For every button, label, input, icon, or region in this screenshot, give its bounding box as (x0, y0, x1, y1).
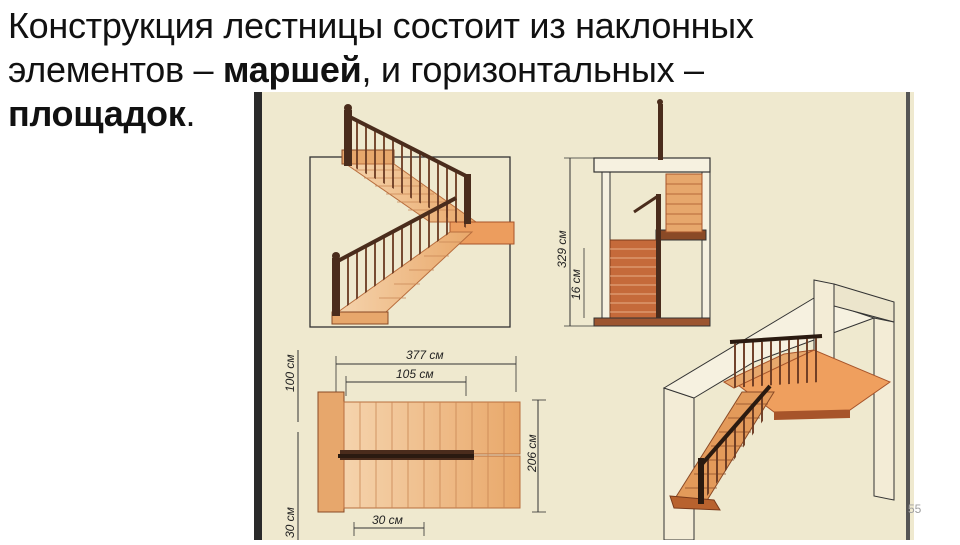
section-view (564, 99, 711, 327)
side-elevation-view (309, 104, 515, 328)
dim-riser: 16 см (569, 269, 583, 300)
dim-side-height: 100 см (283, 354, 297, 392)
dim-bottom-side: 30 см (283, 507, 297, 538)
title-line-2-end: , и горизонтальных – (361, 49, 704, 90)
slide-title: Конструкция лестницы состоит из наклонны… (8, 4, 958, 136)
plan-view (297, 350, 546, 540)
title-line-2: элементов – маршей, и горизонтальных – (8, 48, 958, 92)
title-line-3: площадок. (8, 92, 958, 136)
perspective-view (662, 279, 895, 541)
dim-width: 206 см (525, 434, 539, 473)
slide-number: 55 (908, 502, 922, 516)
staircase-drawing: 329 см 16 см (254, 92, 914, 541)
title-line-2-start: элементов – (8, 49, 223, 90)
sheet-edge-left (254, 92, 262, 540)
sheet-edge-right (906, 92, 910, 540)
title-line-3-end: . (185, 93, 196, 134)
term-marches: маршей (222, 49, 362, 90)
dim-height-total: 329 см (555, 230, 569, 268)
dim-bottom-width: 30 см (372, 513, 403, 527)
staircase-drawing-svg: 329 см 16 см (254, 92, 914, 541)
dim-overall-length: 377 см (406, 348, 444, 362)
dim-tread-run: 105 см (396, 367, 434, 381)
term-landings: площадок (8, 93, 186, 134)
title-line-1: Конструкция лестницы состоит из наклонны… (8, 5, 754, 46)
